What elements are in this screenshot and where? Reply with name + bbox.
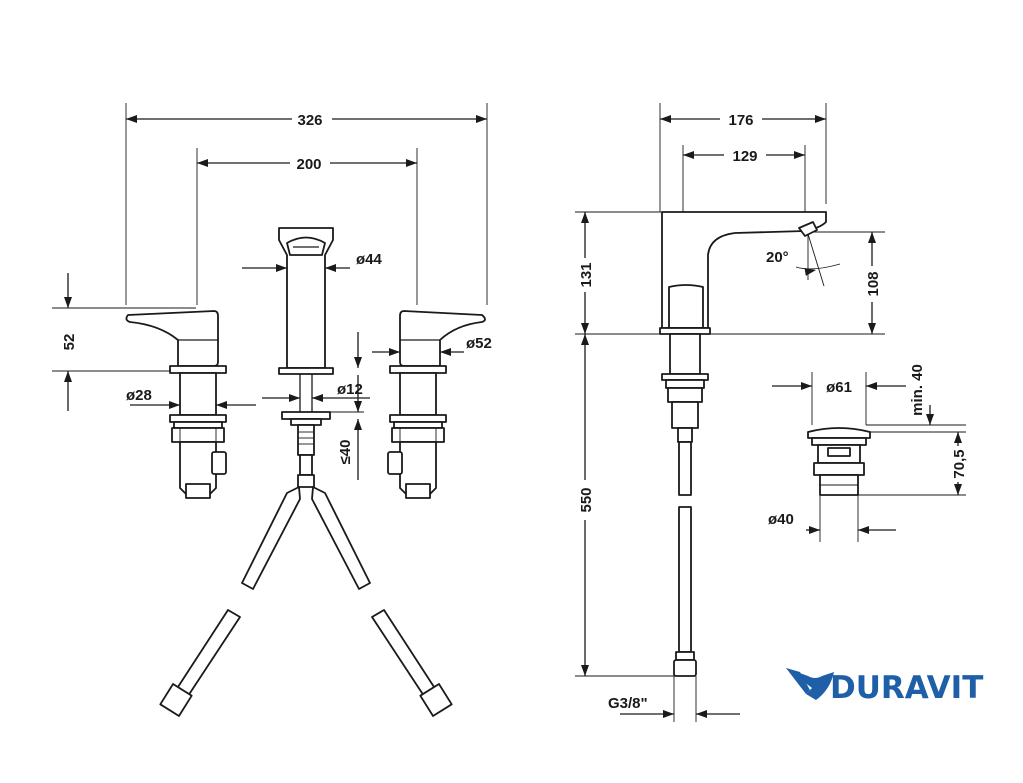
brand-name: DURAVIT <box>830 670 983 706</box>
dim-label-d52: ø52 <box>466 335 492 352</box>
front-view: 326 200 <box>52 103 492 717</box>
dim-height: 131 <box>575 211 662 335</box>
dim-label-70-5: 70,5 <box>951 449 968 478</box>
dim-min-clearance: min. 40 <box>866 364 966 433</box>
dim-handle-height: 52 <box>52 273 196 411</box>
dim-label-176: 176 <box>728 112 753 129</box>
dim-spout-diameter: ø44 <box>242 251 383 272</box>
dim-handle-spacing: 200 <box>197 156 417 173</box>
dim-thread: G3/8" <box>608 676 740 722</box>
dim-label-d44: ø44 <box>356 251 383 268</box>
dim-angle: 20° <box>766 233 841 287</box>
dim-label-20deg: 20° <box>766 249 789 266</box>
brand-logo: DURAVIT <box>786 668 983 706</box>
supply-hoses <box>159 486 453 717</box>
spout-front <box>278 227 334 488</box>
dim-drain-diameter: ø40 <box>768 495 896 542</box>
dim-label-min40: min. 40 <box>909 364 926 416</box>
dim-projection: 176 <box>660 112 826 129</box>
left-handle <box>125 310 227 499</box>
dim-base-diameter: ø28 <box>126 387 256 409</box>
spout-side <box>659 211 827 677</box>
dim-label-d61: ø61 <box>826 379 852 396</box>
drain-view: ø61 min. 40 70,5 <box>768 364 968 542</box>
right-handle <box>387 310 486 499</box>
dim-overall-width: 326 <box>126 112 487 129</box>
dim-max-thickness: ≤40 <box>330 375 364 480</box>
dim-handle-diameter: ø52 <box>372 335 492 356</box>
dim-spout-reach: 129 <box>683 148 805 165</box>
dim-label-52: 52 <box>61 334 78 351</box>
dim-label-131: 131 <box>578 262 595 287</box>
dim-label-g38: G3/8" <box>608 695 648 712</box>
dim-rod-diameter: ø12 <box>262 332 370 402</box>
dim-hose-length: 550 <box>575 334 676 677</box>
dim-label-d40: ø40 <box>768 511 794 528</box>
dim-outlet-height: 108 <box>710 231 885 335</box>
dim-label-108: 108 <box>865 271 882 296</box>
side-view: 176 129 <box>575 103 885 722</box>
dim-label-d28: ø28 <box>126 387 152 404</box>
drain-body <box>807 427 871 496</box>
dim-label-d12: ø12 <box>337 381 363 398</box>
duravit-bird-icon <box>786 668 834 700</box>
dim-label-129: 129 <box>732 148 757 165</box>
dim-drain-head: ø61 <box>772 379 906 396</box>
dim-label-326: 326 <box>297 112 322 129</box>
dim-label-le40: ≤40 <box>337 440 354 465</box>
dim-label-550: 550 <box>578 487 595 512</box>
dim-label-200: 200 <box>296 156 321 173</box>
dim-drain-height: 70,5 <box>858 432 968 496</box>
